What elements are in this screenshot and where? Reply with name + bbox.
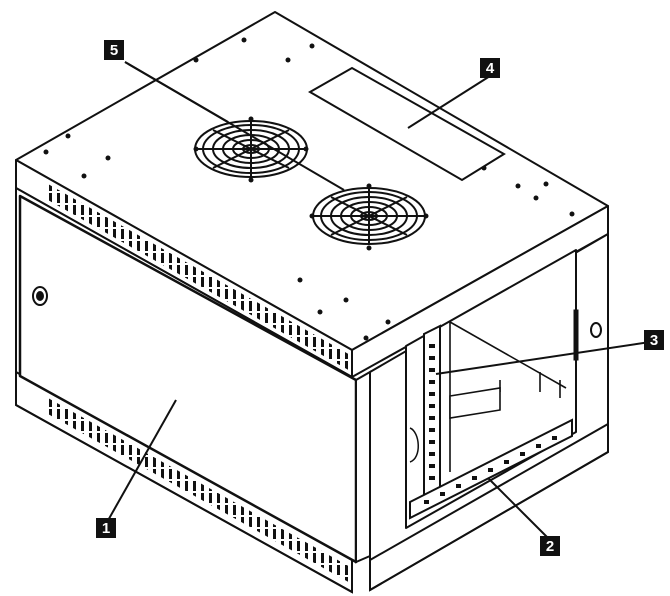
fan-1 <box>194 120 308 178</box>
door-lock <box>32 286 48 306</box>
callout-2-box <box>540 536 560 556</box>
callout-4-label: 4 <box>486 60 495 77</box>
callout-4-box <box>480 58 500 78</box>
base-right <box>369 422 609 592</box>
door-edge <box>355 370 371 564</box>
upper-vent-band <box>48 184 352 372</box>
callout-2: 2 <box>540 536 560 556</box>
rail-holes <box>429 344 435 480</box>
leader-lines <box>105 61 651 539</box>
bottom-rail-holes <box>424 436 557 504</box>
callout-5: 5 <box>104 40 124 60</box>
callout-3: 3 <box>644 330 664 350</box>
inner-fan-hint <box>409 427 419 463</box>
callout-1-box <box>96 518 116 538</box>
callout-3-box <box>644 330 664 350</box>
callout-4: 4 <box>480 58 500 78</box>
callout-5-label: 5 <box>110 42 118 59</box>
callout-3-label: 3 <box>650 332 658 349</box>
fan-2 <box>312 187 426 245</box>
callout-2-label: 2 <box>546 538 554 555</box>
inner-frame <box>449 321 567 472</box>
top-screws <box>43 37 575 341</box>
fan-1-screws <box>193 116 309 183</box>
cable-entry-plate <box>307 66 506 182</box>
callout-1-label: 1 <box>102 520 110 537</box>
callout-1: 1 <box>96 518 116 538</box>
lower-vent-band <box>48 398 352 584</box>
callout-5-box <box>104 40 124 60</box>
side-slot <box>573 309 579 361</box>
side-hole <box>590 322 602 338</box>
fan-2-screws <box>309 183 429 251</box>
